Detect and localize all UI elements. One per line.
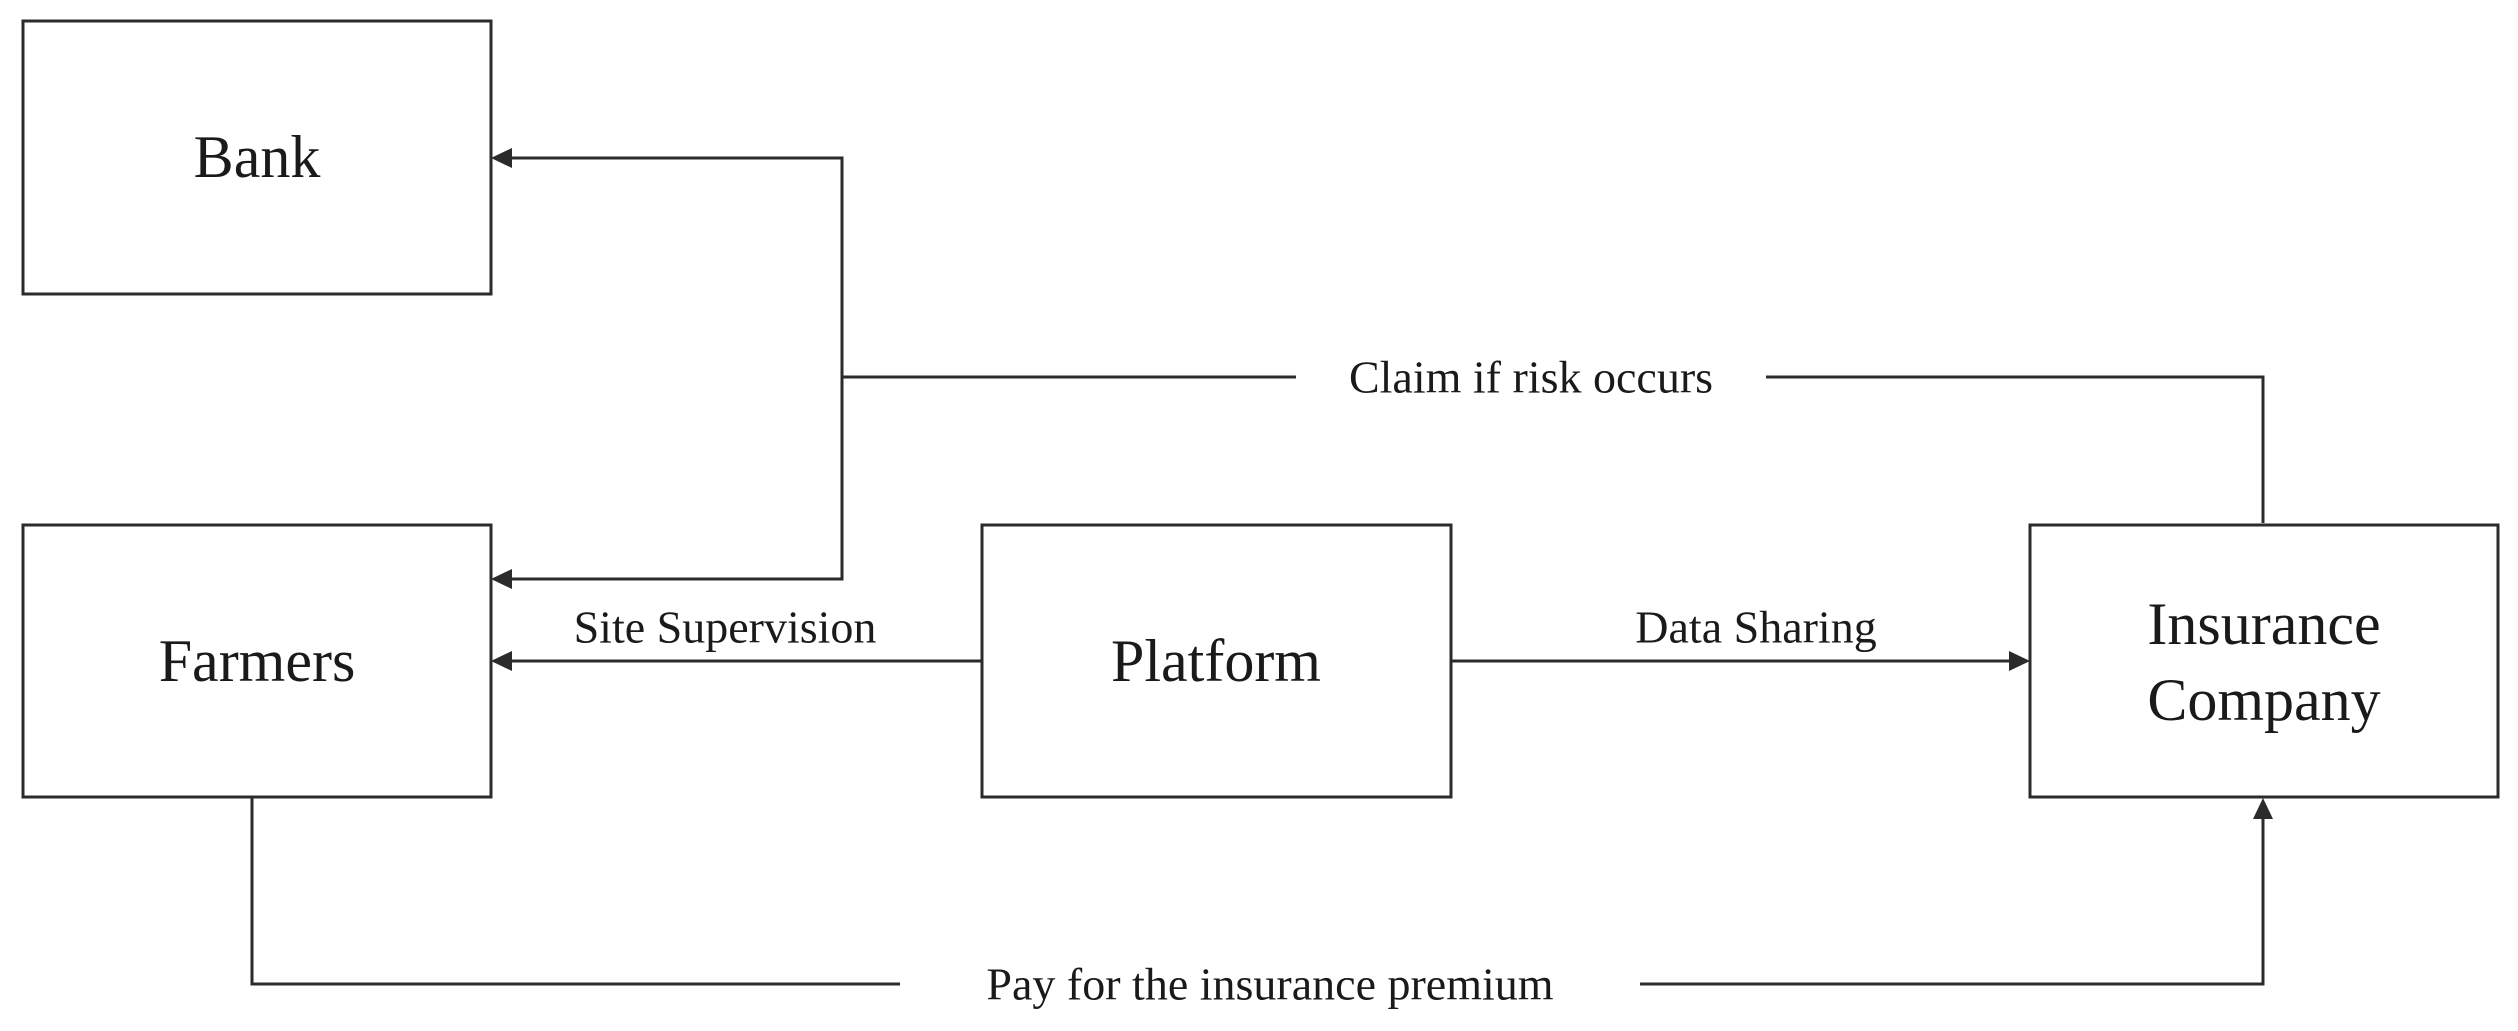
insurance-company-label-line1: Insurance [2147,591,2380,657]
farmers-label: Farmers [159,628,356,694]
platform-box [980,523,1453,799]
insurance-company-box [2028,523,2500,799]
edge-premium: Pay for the insurance premium [250,797,2273,1014]
bank-label: Bank [194,124,321,190]
claim-arrow-to-bank [491,148,512,168]
site-supervision-label: Site Supervision [574,602,877,653]
edge-site-supervision: Site Supervision [491,602,982,671]
data-sharing-label: Data Sharing [1635,602,1876,653]
node-insurance-company[interactable]: Insurance Company [2028,523,2500,799]
node-bank[interactable]: Bank [21,19,493,296]
node-platform[interactable]: Platform [980,523,1453,799]
edge-claim: Claim if risk occurs [491,148,2265,589]
platform-label: Platform [1111,628,1321,694]
node-farmers[interactable]: Farmers [21,523,493,799]
premium-label: Pay for the insurance premium [986,959,1553,1010]
bank-box [21,19,493,296]
farmers-box [21,523,493,799]
claim-arrow-to-farmers [491,569,512,589]
edge-data-sharing: Data Sharing [1451,602,2030,671]
claim-branch-line [505,156,844,581]
insurance-company-label-line2: Company [2147,667,2380,733]
data-sharing-arrow-icon [2009,651,2030,671]
site-supervision-arrow-icon [491,651,512,671]
premium-arrow-icon [2253,798,2273,819]
claim-label: Claim if risk occurs [1349,352,1713,403]
